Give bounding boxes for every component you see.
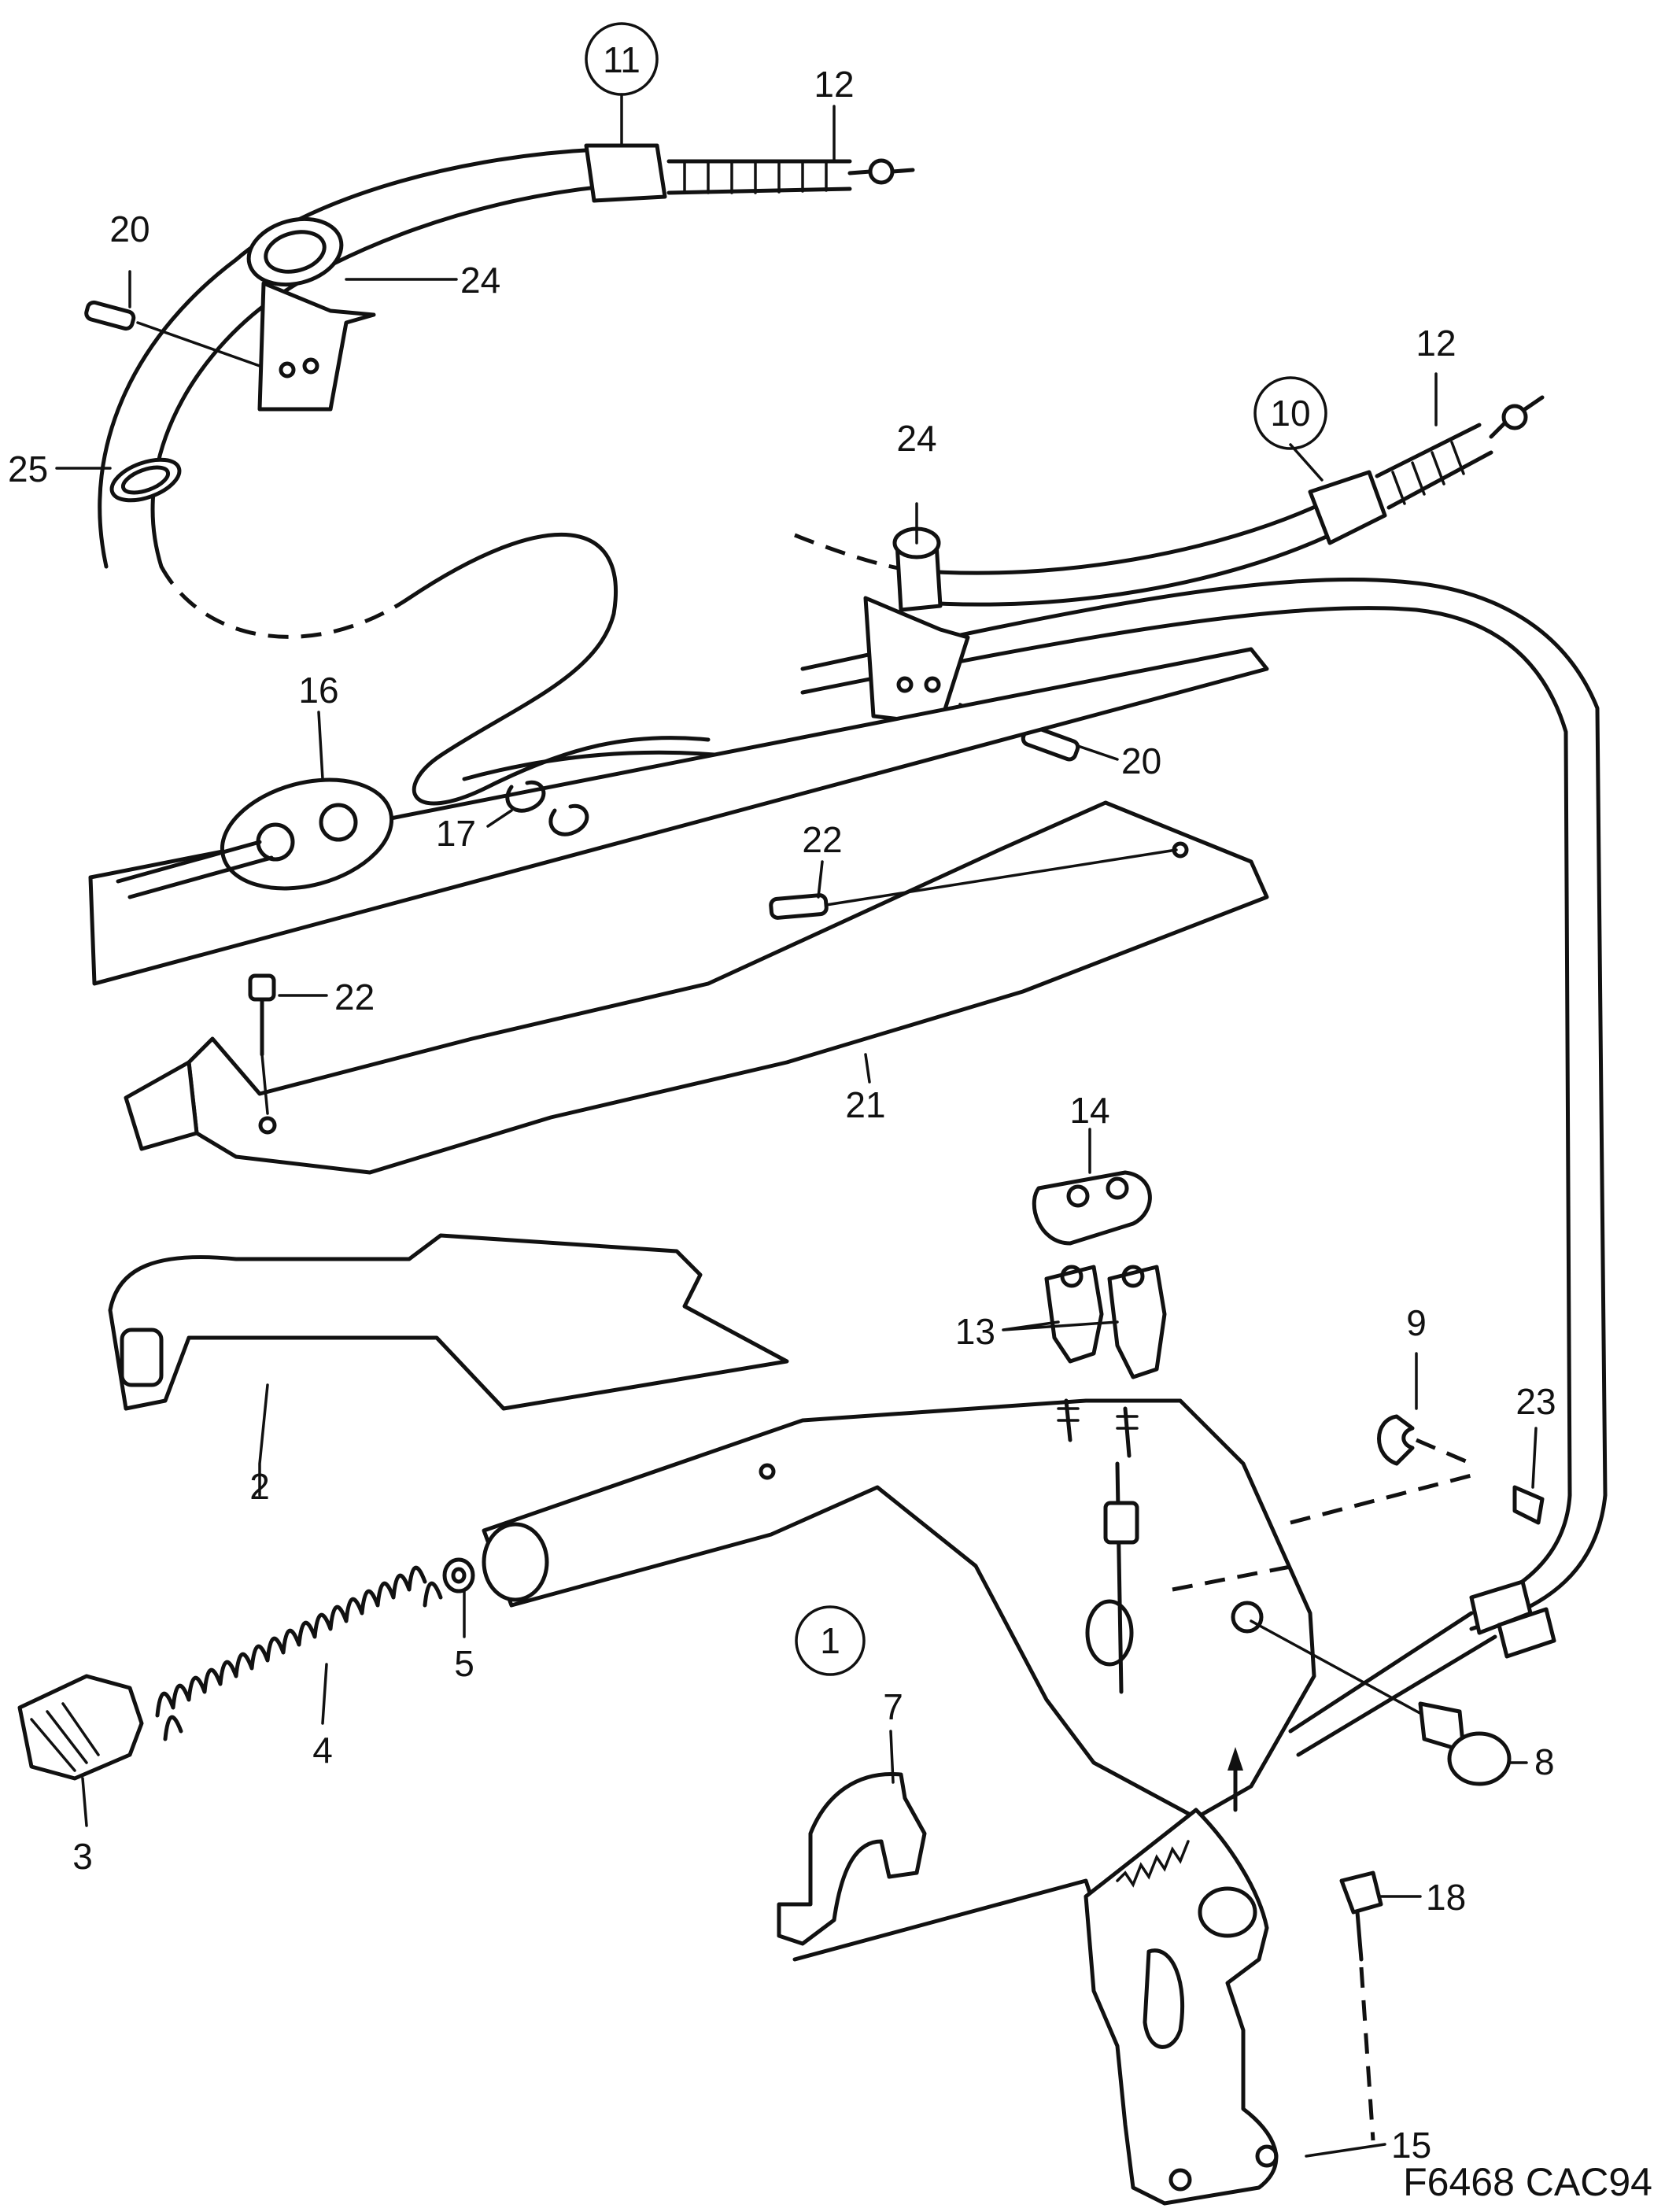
cable-10-nipple [1501, 404, 1528, 430]
cover-plate-21 [88, 647, 1269, 1175]
callout-20-upper: 20 [109, 209, 150, 249]
cable-clamp-24-upper [246, 216, 376, 412]
callout-24-lower: 24 [896, 418, 936, 459]
cable-10 [794, 395, 1608, 1497]
callout-1: 1 [820, 1620, 840, 1661]
release-knob-3 [17, 1674, 144, 1781]
cable-clips-17 [486, 780, 589, 836]
callout-12-upper: 12 [814, 64, 854, 105]
clip-23 [1512, 1485, 1545, 1525]
callout-10: 10 [1270, 393, 1310, 434]
bolt-18 [1339, 1870, 1383, 2141]
cable-ends [1288, 1493, 1608, 1757]
brake-lever [482, 1398, 1472, 1820]
callout-22-lower: 22 [334, 977, 375, 1017]
adjuster-rod [1103, 1461, 1139, 1694]
callout-24-upper: 24 [460, 260, 500, 301]
leader-lines [55, 93, 1538, 2158]
callout-18: 18 [1426, 1877, 1466, 1918]
pin-8 [1250, 1619, 1512, 1786]
callout-5: 5 [454, 1643, 474, 1684]
callout-4: 4 [312, 1730, 333, 1771]
bushing-14 [1032, 1170, 1152, 1246]
cable-clamp-24-lower [863, 526, 970, 726]
callout-2: 2 [249, 1466, 270, 1507]
cable-10-ferrule [1308, 470, 1387, 545]
nuts-13 [1044, 1265, 1167, 1458]
ratchet-segment-15 [1084, 1747, 1279, 2206]
callout-13: 13 [955, 1311, 995, 1352]
figure-code: F6468 CAC94 [1403, 2160, 1652, 2204]
part-callouts: 11 12 20 24 25 24 10 12 16 20 17 22 22 2… [8, 22, 1556, 2166]
cable-11 [98, 143, 915, 806]
cable-11-nipple [868, 158, 895, 185]
grommet-25 [109, 457, 182, 503]
callout-14: 14 [1069, 1090, 1109, 1131]
callout-17: 17 [436, 813, 476, 854]
ratchet-pawl-7 [777, 1771, 1128, 2005]
screw-22-upper [769, 848, 1178, 920]
callout-3: 3 [72, 1836, 93, 1877]
callout-7: 7 [883, 1686, 903, 1727]
screw-20-upper [84, 300, 261, 367]
spring-4 [155, 1565, 443, 1741]
handle-cover-2 [108, 1233, 789, 1411]
screw-22-lower [248, 973, 276, 1115]
washer-5 [442, 1557, 475, 1593]
callout-12-lower: 12 [1416, 323, 1456, 364]
callout-23: 23 [1515, 1381, 1556, 1422]
callout-22-upper: 22 [802, 819, 842, 860]
callout-25: 25 [8, 449, 48, 489]
callout-9: 9 [1406, 1302, 1427, 1343]
callout-16: 16 [298, 670, 338, 711]
circlip-9 [1377, 1414, 1472, 1466]
cable-11-ferrule [584, 143, 667, 203]
callout-11: 11 [603, 39, 641, 80]
callout-15: 15 [1391, 2125, 1431, 2166]
grommet-16 [116, 777, 394, 899]
callout-8: 8 [1534, 1741, 1555, 1782]
callout-21: 21 [845, 1084, 885, 1125]
callout-20-lower: 20 [1121, 740, 1161, 781]
